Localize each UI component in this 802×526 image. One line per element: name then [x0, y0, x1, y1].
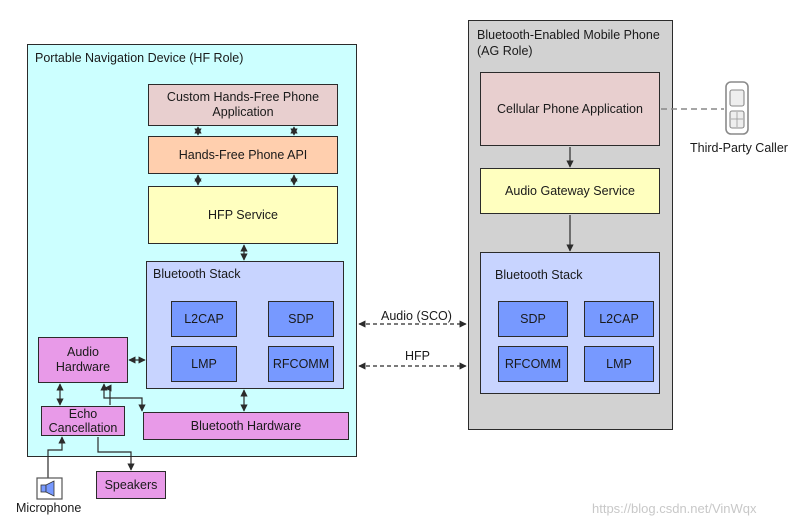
- hf-stack-lmp: LMP: [171, 346, 237, 382]
- microphone-label: Microphone: [16, 501, 82, 515]
- hf-stack-sdp: SDP: [268, 301, 334, 337]
- hfp-service-box: HFP Service: [148, 186, 338, 244]
- audio-hardware-box: Audio Hardware: [38, 337, 128, 383]
- ag-device-title: Bluetooth-Enabled Mobile Phone (AG Role): [477, 28, 660, 58]
- ag-stack-rfcomm: RFCOMM: [498, 346, 568, 382]
- hf-api-box: Hands-Free Phone API: [148, 136, 338, 174]
- ag-stack-l2cap: L2CAP: [584, 301, 654, 337]
- hf-stack-title: Bluetooth Stack: [153, 267, 241, 281]
- hf-stack-l2cap: L2CAP: [171, 301, 237, 337]
- ag-stack-title: Bluetooth Stack: [495, 268, 583, 282]
- audio-sco-label: Audio (SCO): [381, 309, 452, 323]
- hf-device-title: Portable Navigation Device (HF Role): [35, 51, 244, 65]
- hf-stack-rfcomm: RFCOMM: [268, 346, 334, 382]
- arrow-echo-speakers: [97, 437, 135, 471]
- speakers-box: Speakers: [96, 471, 166, 499]
- third-party-caller-label: Third-Party Caller: [690, 141, 788, 155]
- bluetooth-hardware-box: Bluetooth Hardware: [143, 412, 349, 440]
- arrow-audiohw-bthw: [100, 383, 146, 412]
- audio-gateway-box: Audio Gateway Service: [480, 168, 660, 214]
- arrow-echo-audiohw: [104, 384, 112, 405]
- hfp-label: HFP: [405, 349, 430, 363]
- custom-app-box: Custom Hands-Free Phone Application: [148, 84, 338, 126]
- phone-icon: [725, 81, 749, 135]
- cellular-app-box: Cellular Phone Application: [480, 72, 660, 146]
- ag-stack-sdp: SDP: [498, 301, 568, 337]
- ag-stack-lmp: LMP: [584, 346, 654, 382]
- watermark: https://blog.csdn.net/VinWqx: [592, 501, 757, 516]
- microphone-icon: [36, 477, 63, 500]
- arrow-mic-echo: [47, 436, 66, 478]
